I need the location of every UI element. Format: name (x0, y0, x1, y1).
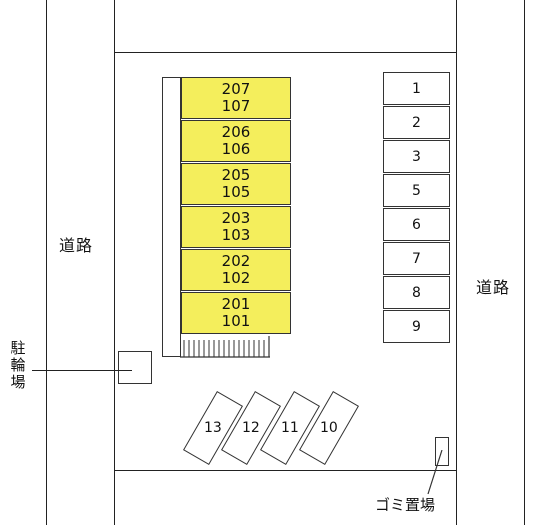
building-corridor (162, 77, 181, 357)
unit-upper-number: 206 (221, 123, 251, 141)
unit-block: 201 101 (181, 292, 291, 334)
angled-slot-number: 11 (281, 419, 299, 436)
unit-upper-number: 201 (221, 295, 251, 313)
bicycle-parking-leader (32, 370, 132, 371)
parking-slot: 1 (383, 72, 450, 105)
angled-slot-number: 10 (320, 419, 338, 436)
unit-block: 207 107 (181, 77, 291, 119)
left-road-edge-outer (46, 0, 47, 525)
garbage-area-leader (427, 450, 443, 495)
unit-upper-number: 203 (221, 209, 251, 227)
parking-slot: 7 (383, 242, 450, 275)
bicycle-parking-box (118, 351, 152, 384)
unit-lower-number: 102 (221, 269, 251, 287)
unit-block: 203 103 (181, 206, 291, 248)
unit-lower-number: 103 (221, 226, 251, 244)
unit-block: 202 102 (181, 249, 291, 291)
left-road-edge-inner (114, 0, 115, 525)
parking-slot: 9 (383, 310, 450, 343)
right-road-edge-outer (524, 0, 525, 525)
parking-slot: 8 (383, 276, 450, 309)
angled-slot-number: 13 (204, 419, 222, 436)
unit-block: 205 105 (181, 163, 291, 205)
bicycle-parking-label: 駐輪場 (10, 339, 26, 391)
unit-lower-number: 105 (221, 183, 251, 201)
lot-bottom-boundary (114, 470, 456, 471)
unit-block: 206 106 (181, 120, 291, 162)
garbage-area-label: ゴミ置場 (375, 496, 436, 514)
stairs-hatching (180, 336, 270, 358)
right-road-edge-inner (456, 0, 457, 525)
right-road-label: 道路 (476, 278, 511, 297)
unit-upper-number: 205 (221, 166, 251, 184)
parking-slot: 5 (383, 174, 450, 207)
parking-slot: 6 (383, 208, 450, 241)
lot-top-boundary (114, 52, 456, 53)
unit-lower-number: 106 (221, 140, 251, 158)
parking-slot: 3 (383, 140, 450, 173)
angled-slot-number: 12 (242, 419, 260, 436)
unit-upper-number: 207 (221, 80, 251, 98)
parking-slot: 2 (383, 106, 450, 139)
left-road-label: 道路 (59, 236, 94, 255)
unit-upper-number: 202 (221, 252, 251, 270)
unit-lower-number: 101 (221, 312, 251, 330)
unit-lower-number: 107 (221, 97, 251, 115)
